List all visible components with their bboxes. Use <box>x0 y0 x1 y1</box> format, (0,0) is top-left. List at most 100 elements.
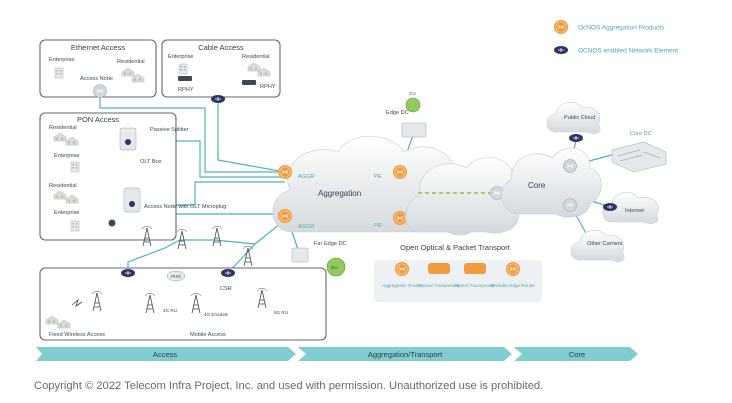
passive-splitter-label: Passive Splitter <box>150 127 189 133</box>
legend-network-element: OCNOS enabled Network Element <box>578 48 678 55</box>
band-access-label: Access <box>153 350 177 359</box>
cable-element-icon <box>210 94 226 104</box>
access-node-olt-label: Access Node with OLT Microplug <box>144 204 226 210</box>
tower-icon <box>211 225 223 247</box>
far-edge-dc-label: Far Edge DC <box>314 241 347 247</box>
pon-residential-label-1: Residential <box>49 125 77 131</box>
core-node-bottom-icon <box>563 198 577 212</box>
pe-router-top-icon <box>392 164 408 180</box>
mobile-access-label: Mobile Access <box>190 332 226 338</box>
pe-bottom-label: PE <box>374 223 382 229</box>
provider-edge-router-icon <box>505 261 521 277</box>
enterprise-building-icon <box>178 63 188 75</box>
splitter-icon <box>108 219 116 227</box>
pon-enterprise-label-2: Enterprise <box>54 210 80 216</box>
du-label: DU <box>331 265 338 270</box>
access-node-label: Access Node <box>80 76 113 82</box>
far-edge-dc: Far Edge DC DU <box>291 241 347 277</box>
orange-router-icon <box>553 19 569 35</box>
optical-transponder-icon <box>464 263 486 274</box>
internet-label: Internet <box>625 208 644 214</box>
transport-item-label: Provider Edge Router <box>491 283 536 288</box>
phg-icon <box>166 270 186 282</box>
lightning-icon <box>71 298 83 307</box>
pe-router-bottom-icon <box>392 210 408 226</box>
aggr-bottom-label: AGGR <box>298 224 314 230</box>
band-access <box>36 347 296 361</box>
cu-icon <box>405 97 421 113</box>
rphy-device-icon <box>242 80 256 85</box>
core-cloud: Core <box>501 147 602 218</box>
public-cloud-label: Public Cloud <box>564 115 595 121</box>
rphy-right-label: RPHY <box>260 84 276 90</box>
enterprise-building-icon <box>70 161 80 173</box>
ethernet-residential-label: Residential <box>117 59 145 65</box>
edge-dc: Edge DC CU <box>386 91 427 138</box>
legend: OcNOS Aggregation Products OCNOS enabled… <box>553 19 678 55</box>
edge-dc-server-icon <box>401 122 427 138</box>
access-node-icon <box>93 84 107 98</box>
access-node-olt-icon <box>123 187 141 213</box>
aggr-top-label: AGGR <box>298 174 314 180</box>
aggregation-router-icon <box>394 261 410 277</box>
phg-label: PHG <box>171 274 181 279</box>
wireless-access-box: Fixed Wireless Access PHG CSR 4G RU 4G E… <box>39 267 327 341</box>
transport-cloud <box>405 157 528 234</box>
pon-access-title: PON Access <box>77 115 119 124</box>
core-node-top-icon <box>563 159 577 173</box>
5g-ru-label: 5G RU <box>274 310 288 315</box>
band-bar: Access Aggregation/Transport Core <box>36 347 638 361</box>
band-aggregation <box>298 347 512 361</box>
transport-panel: Open Optical & Packet Transport Aggregat… <box>374 243 542 302</box>
core-cloud-label: Core <box>528 181 546 190</box>
legend-aggregation-products: OcNOS Aggregation Products <box>578 25 665 32</box>
tower-icon <box>176 228 188 250</box>
ethernet-access-title: Ethernet Access <box>71 43 125 52</box>
enterprise-building-icon <box>70 220 80 232</box>
core-dc: Core DC <box>611 131 667 173</box>
enterprise-building-icon <box>54 67 64 79</box>
navy-element-icon <box>553 45 569 55</box>
public-cloud-element-icon <box>568 133 584 143</box>
internet-element-icon <box>602 202 618 212</box>
pon-enterprise-label-1: Enterprise <box>54 153 80 159</box>
cable-residential-label: Residential <box>242 54 270 60</box>
optical-transponder-icon <box>428 263 450 274</box>
far-edge-server-icon <box>291 247 309 263</box>
aggregation-cloud-label: Aggregation <box>318 189 361 198</box>
pon-residential-label-2: Residential <box>49 183 77 189</box>
transport-title: Open Optical & Packet Transport <box>400 243 511 252</box>
pon-access-box: PON Access Residential Passive Splitter … <box>39 112 226 241</box>
ethernet-access-box: Ethernet Access Enterprise Residential A… <box>39 39 157 98</box>
csr-label: CSR <box>220 286 232 292</box>
cable-access-box: Cable Access Enterprise Residential RPHY… <box>161 39 281 104</box>
band-aggregation-label: Aggregation/Transport <box>368 350 443 359</box>
fixed-wireless-element-icon <box>120 268 136 278</box>
pe-top-label: PE <box>374 174 382 180</box>
fixed-wireless-label: Fixed Wireless Access <box>49 332 105 338</box>
aggr-router-top-icon <box>277 164 293 180</box>
other-carriers-cloud: Other Carriers <box>570 230 625 262</box>
cable-access-title: Cable Access <box>198 43 244 52</box>
core-dc-label: Core DC <box>630 131 652 137</box>
4g-ru-label: 4G RU <box>163 308 177 313</box>
other-carriers-label: Other Carriers <box>587 241 623 247</box>
public-cloud: Public Cloud <box>546 102 601 143</box>
rphy-left-label: RPHY <box>178 87 194 93</box>
transport-item-label: Aggregation Router <box>382 283 422 288</box>
band-core <box>514 347 638 361</box>
rphy-device-icon <box>178 76 192 81</box>
band-core-label: Core <box>569 350 585 359</box>
core-dc-building-icon <box>611 141 667 173</box>
cu-label: CU <box>409 91 416 96</box>
copyright-notice: Copyright © 2022 Telecom Infra Project, … <box>34 380 544 392</box>
tower-icon <box>242 245 254 267</box>
ethernet-enterprise-label: Enterprise <box>49 57 75 63</box>
transport-item-label: Optical Transponder <box>418 283 460 288</box>
cable-enterprise-label: Enterprise <box>168 54 194 60</box>
aggr-router-bottom-icon <box>277 208 293 224</box>
transport-item-label: Optical Transponder <box>454 283 496 288</box>
olt-box-label: OLT Box <box>140 159 162 165</box>
csr-element-icon <box>220 268 236 278</box>
